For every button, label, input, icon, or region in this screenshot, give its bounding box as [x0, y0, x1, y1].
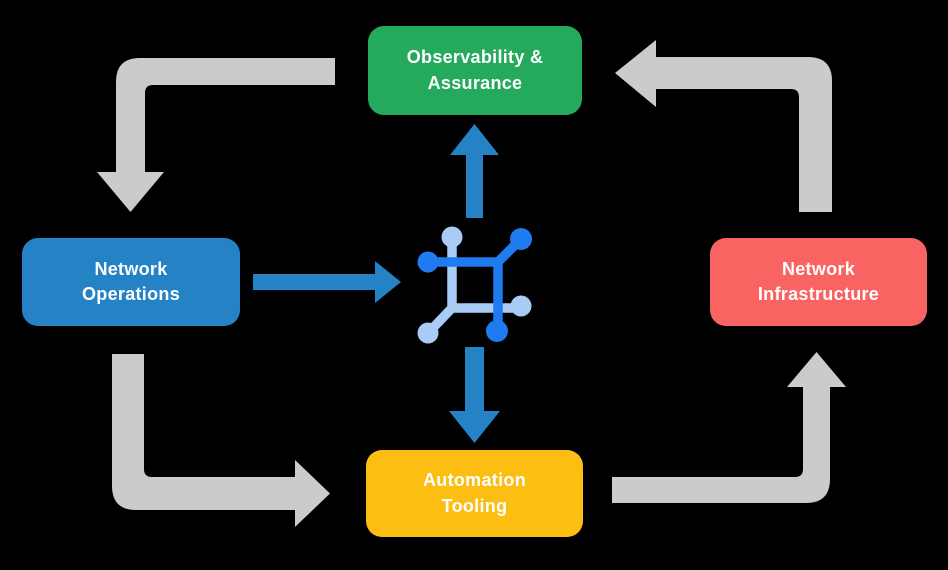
arrow-operations-to-icon — [253, 261, 401, 303]
network-platform-icon — [417, 226, 532, 344]
node-observability-assurance: Observability & Assurance — [368, 26, 582, 115]
node-label-line1: Observability & — [406, 47, 544, 68]
node-label-line1: Automation — [423, 470, 526, 491]
arrow-icon-to-automation — [449, 347, 500, 443]
node-label-line2: Operations — [81, 284, 181, 304]
node-label-line2: Infrastructure — [757, 284, 880, 304]
node-label-line1: Network — [781, 258, 856, 279]
node-label-line2: Assurance — [427, 72, 523, 93]
arrow-automation-to-infrastructure — [612, 352, 846, 503]
arrow-icon-to-observability — [450, 124, 499, 218]
node-label-line1: Network — [94, 258, 168, 279]
node-label-line2: Tooling — [441, 495, 508, 516]
node-network-infrastructure: Network Infrastructure — [710, 238, 927, 326]
arrow-infrastructure-to-observability — [615, 40, 832, 212]
arrow-operations-to-automation — [112, 354, 330, 527]
arrow-observability-to-operations — [97, 58, 335, 212]
node-automation-tooling: Automation Tooling — [366, 450, 583, 537]
node-network-operations: Network Operations — [22, 238, 240, 326]
